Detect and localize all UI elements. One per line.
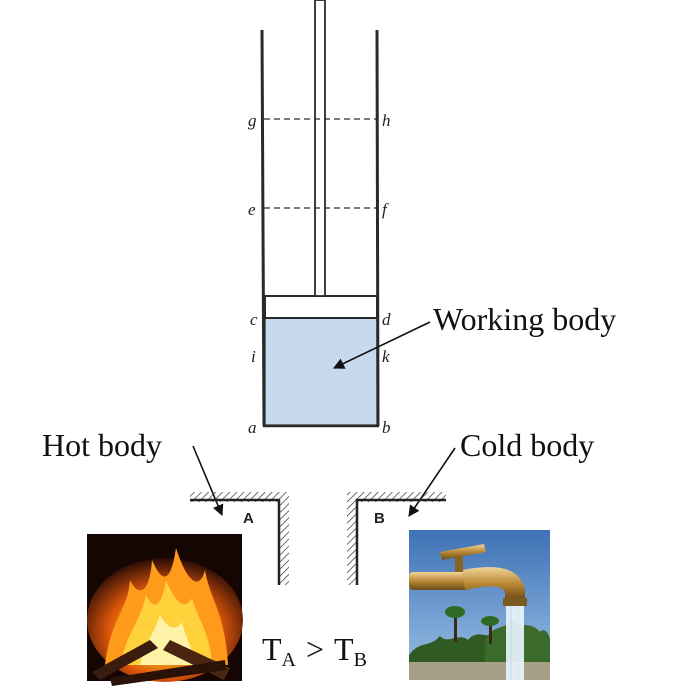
point-c: c (250, 310, 258, 329)
temp-right-symbol: T (334, 631, 354, 667)
fire-icon (87, 534, 243, 686)
point-f: f (382, 200, 389, 219)
working-body-region (265, 318, 377, 425)
temp-left-subscript: A (282, 649, 297, 671)
temp-left-symbol: T (262, 631, 282, 667)
reservoir-b-label: B (374, 510, 385, 527)
point-d: d (382, 310, 391, 329)
temp-operator: > (306, 631, 324, 667)
cold-body-arrow (409, 448, 455, 516)
point-k: k (382, 347, 390, 366)
hot-body-arrow (193, 446, 222, 515)
temp-right-subscript: B (354, 649, 367, 671)
temperature-comparison: TA>TB (262, 631, 367, 671)
piston (265, 296, 377, 318)
point-b: b (382, 418, 391, 437)
point-g: g (248, 111, 257, 130)
piston-rod (315, 0, 325, 296)
point-h: h (382, 111, 391, 130)
point-e: e (248, 200, 256, 219)
reservoir-a-label: A (243, 510, 254, 527)
cylinder (262, 0, 379, 426)
point-i: i (251, 347, 256, 366)
cylinder-left-wall (262, 30, 264, 426)
water-tap-icon (409, 530, 550, 680)
cylinder-right-wall (377, 30, 378, 426)
working-body-label: Working body (433, 301, 616, 337)
cold-body-label: Cold body (460, 427, 594, 463)
hot-body-label: Hot body (42, 427, 162, 463)
point-a: a (248, 418, 257, 437)
